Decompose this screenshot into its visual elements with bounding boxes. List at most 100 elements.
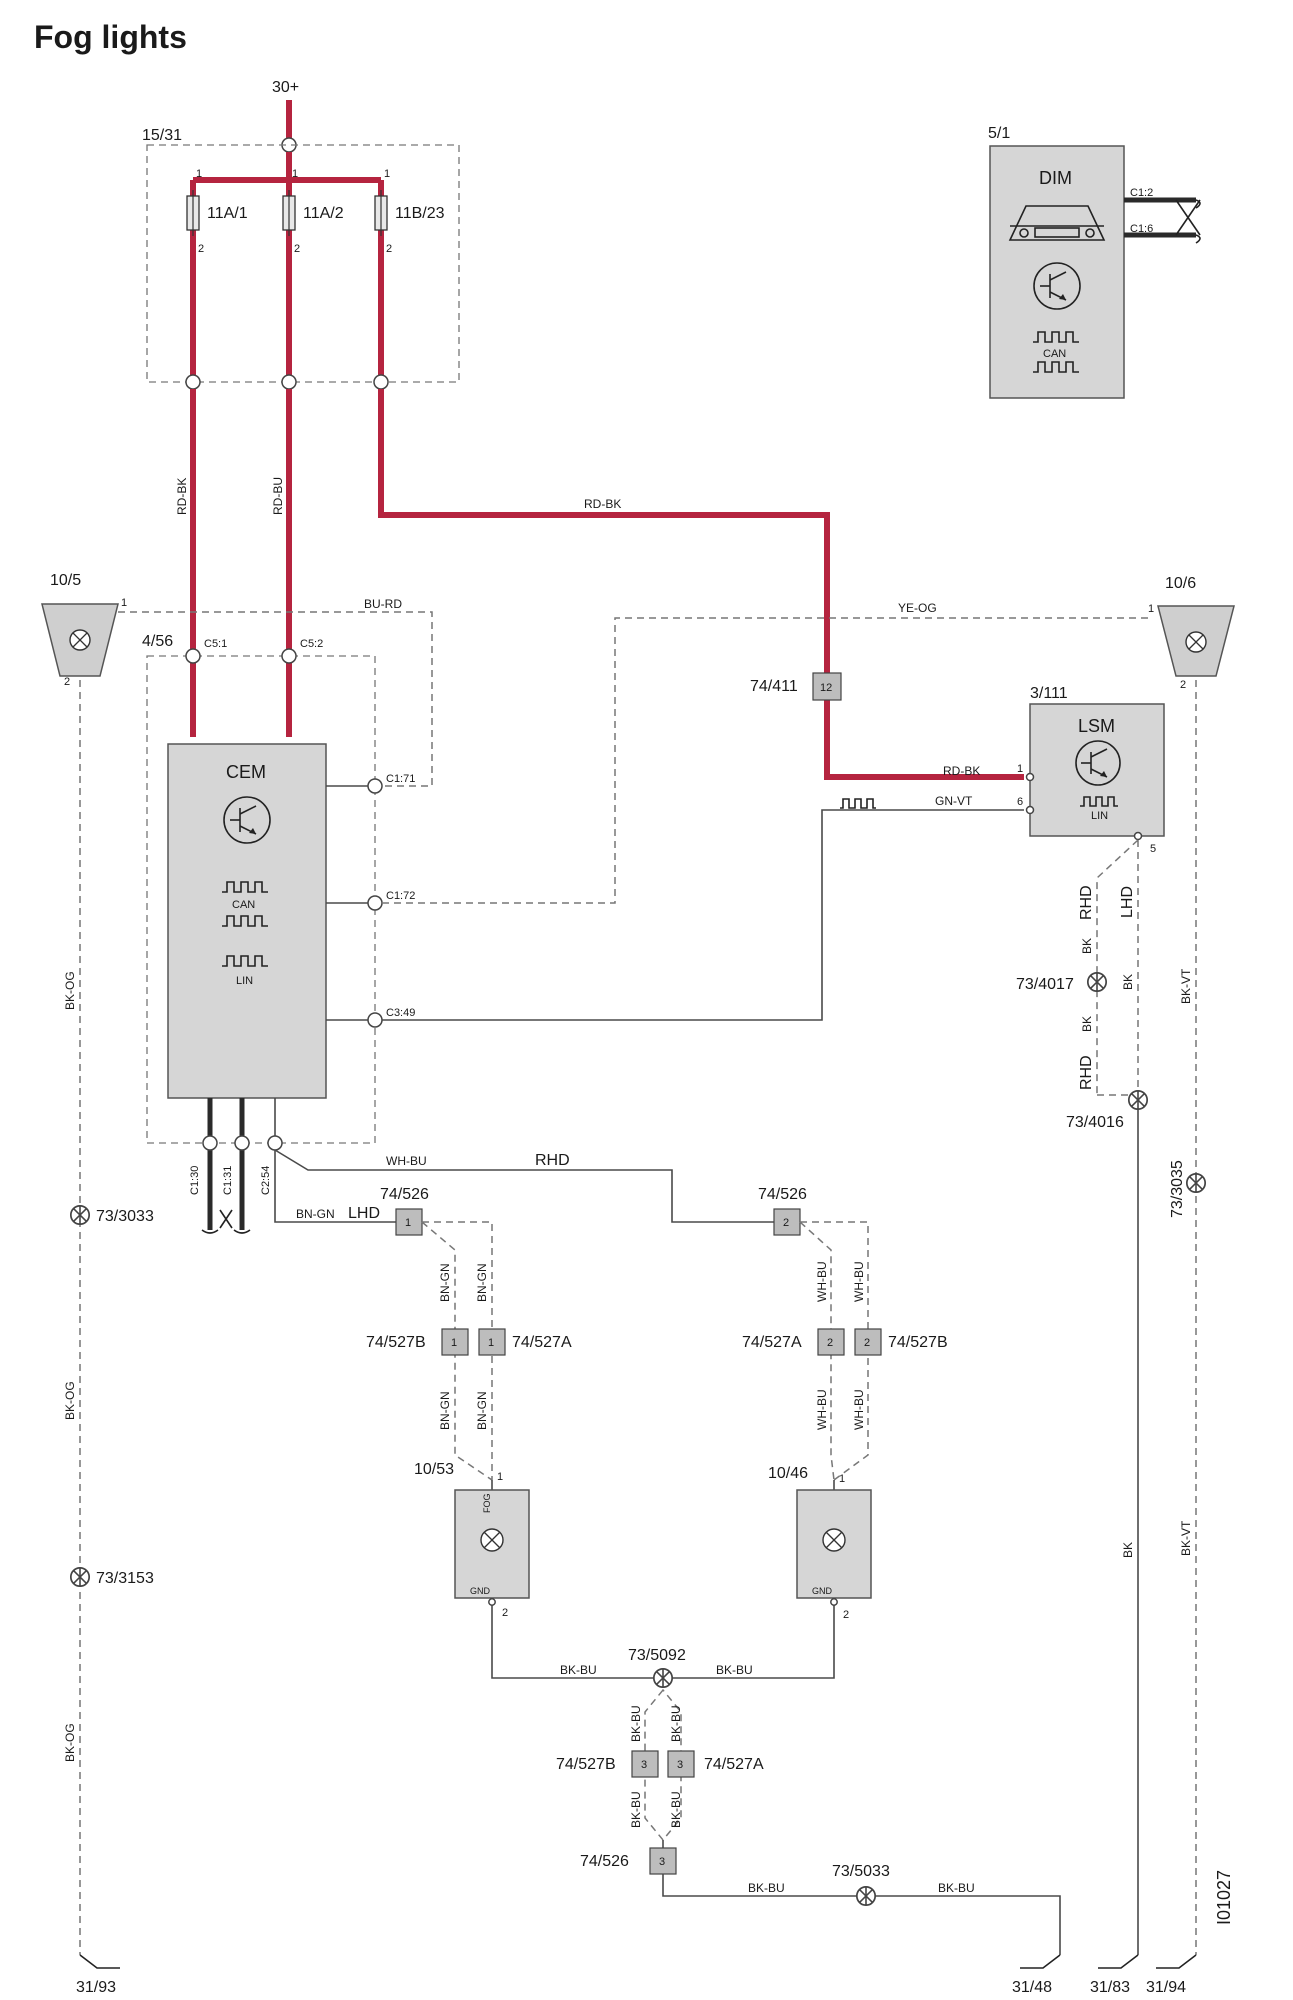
bulb-icon bbox=[480, 1528, 504, 1552]
wire-label-gn-vt: GN-VT bbox=[935, 794, 973, 808]
cem-terminal bbox=[367, 895, 383, 911]
cem-terminal bbox=[267, 1135, 283, 1151]
svg-text:1: 1 bbox=[292, 168, 298, 180]
lamp-46-pin: 1 bbox=[839, 1473, 845, 1485]
svg-text:1: 1 bbox=[196, 168, 202, 180]
fuse-terminal bbox=[281, 374, 297, 390]
can-waveform-icon: CAN bbox=[1033, 331, 1079, 373]
connector-label: 74/527B bbox=[556, 1756, 616, 1773]
cem-pin: C1:71 bbox=[386, 773, 415, 785]
wire-label-bn-gn: BN-GN bbox=[475, 1263, 489, 1302]
lamp-53-id: 10/53 bbox=[414, 1461, 454, 1478]
wire-option-label: LHD bbox=[1119, 886, 1136, 918]
connector-label: 74/527A bbox=[704, 1756, 764, 1773]
wire-ye-og bbox=[382, 617, 1151, 904]
connector-74-527a bbox=[478, 1328, 506, 1356]
bulb-icon bbox=[822, 1528, 846, 1552]
fog-left-pin: 2 bbox=[64, 676, 70, 688]
wire-label-bk-bu: BK-BU bbox=[938, 1881, 975, 1895]
connector-label: 74/526 bbox=[758, 1186, 807, 1203]
cem-terminal bbox=[281, 648, 297, 664]
fuse-terminal bbox=[185, 374, 201, 390]
ground-label: 31/48 bbox=[1012, 1979, 1052, 1996]
connector-pin: 2 bbox=[864, 1337, 870, 1349]
wire-label-wh-bu: WH-BU bbox=[815, 1389, 829, 1430]
connector-74-527a bbox=[667, 1750, 695, 1778]
wire-label-bn-gn: BN-GN bbox=[475, 1391, 489, 1430]
wire-label-bk: BK bbox=[1121, 1542, 1135, 1558]
can-bus-wire bbox=[207, 1098, 245, 1230]
connector-74-527b bbox=[631, 1750, 659, 1778]
wire-label-ye-og: YE-OG bbox=[898, 601, 937, 615]
splice-label: 73/5092 bbox=[628, 1647, 686, 1664]
svg-text:LIN: LIN bbox=[236, 975, 253, 987]
connector-pin: 3 bbox=[677, 1759, 683, 1771]
dim-id: 5/1 bbox=[988, 125, 1010, 142]
wire-option-label: RHD bbox=[1078, 1055, 1095, 1090]
lamp-label: FOG bbox=[482, 1494, 492, 1514]
connector-label: 74/527A bbox=[512, 1334, 572, 1351]
lamp-53-pin: 1 bbox=[497, 1471, 503, 1483]
ground-label: 31/83 bbox=[1090, 1979, 1130, 1996]
splice-label: 73/4016 bbox=[1066, 1114, 1124, 1131]
fuse-11b23: 1 2 11B/23 bbox=[374, 168, 445, 255]
wire-label-bk-bu: BK-BU bbox=[748, 1881, 785, 1895]
connector-74-526 bbox=[395, 1208, 423, 1236]
ground-icon bbox=[1020, 1954, 1061, 1969]
wire-label-bn-gn: BN-GN bbox=[438, 1263, 452, 1302]
lsm-pin: 5 bbox=[1150, 843, 1156, 855]
fog-left-pin: 1 bbox=[121, 597, 127, 609]
svg-text:1: 1 bbox=[384, 168, 390, 180]
wire-label-bk-bu: BK-BU bbox=[629, 1791, 643, 1828]
svg-text:2: 2 bbox=[386, 243, 392, 255]
fusebox-label: 15/31 bbox=[142, 127, 182, 144]
wire-option-label: RHD bbox=[535, 1152, 570, 1169]
wire-bk-bu-ground bbox=[662, 1874, 1061, 1955]
lamp-label: GND bbox=[812, 1586, 833, 1596]
wire-label-wh-bu: WH-BU bbox=[852, 1261, 866, 1302]
svg-text:2: 2 bbox=[294, 243, 300, 255]
fog-light-right bbox=[1157, 605, 1235, 677]
wire-gn-vt bbox=[382, 809, 1024, 1021]
ground-icon bbox=[79, 1954, 120, 1969]
splice-label: 73/3153 bbox=[96, 1570, 154, 1587]
fuse-terminal bbox=[373, 374, 389, 390]
splice-73-3033 bbox=[69, 1204, 91, 1226]
wire-label-bk-bu: BK-BU bbox=[669, 1791, 683, 1828]
lamp-terminal bbox=[830, 1598, 838, 1606]
splice-label: 73/3035 bbox=[1169, 1160, 1186, 1218]
page-title: Fog lights bbox=[34, 19, 187, 55]
wire-bn-gn-lhd bbox=[274, 1150, 396, 1223]
wire-label-bu-rd: BU-RD bbox=[364, 597, 402, 611]
wire-label-rd-bk: RD-BK bbox=[584, 497, 621, 511]
wire-label-wh-bu: WH-BU bbox=[852, 1389, 866, 1430]
connector-pin: 2 bbox=[827, 1337, 833, 1349]
wire-label-bk-og: BK-OG bbox=[63, 1723, 77, 1762]
connector-label: 74/527A bbox=[742, 1334, 802, 1351]
wire-bu-rd bbox=[118, 611, 433, 787]
wire-label-wh-bu: WH-BU bbox=[386, 1154, 427, 1168]
wire-label-bk-vt: BK-VT bbox=[1179, 1520, 1193, 1556]
cem-module bbox=[167, 743, 327, 1099]
lamp-46-id: 10/46 bbox=[768, 1465, 808, 1482]
connector-pin: 2 bbox=[783, 1217, 789, 1229]
ground-label: 31/94 bbox=[1146, 1979, 1186, 1996]
transistor-icon bbox=[1075, 740, 1121, 786]
cem-pin: C5:2 bbox=[300, 638, 323, 650]
connector-74-527a bbox=[817, 1328, 845, 1356]
svg-text:11A/2: 11A/2 bbox=[303, 205, 344, 222]
connector-label: 74/526 bbox=[380, 1186, 429, 1203]
splice-73-5092 bbox=[652, 1667, 674, 1689]
connector-pin: 1 bbox=[451, 1337, 457, 1349]
lsm-name: LSM bbox=[1078, 716, 1115, 736]
connector-pin: 12 bbox=[820, 682, 832, 694]
wire-label-bk-vt: BK-VT bbox=[1179, 968, 1193, 1004]
wire-label-bk: BK bbox=[1080, 1016, 1094, 1032]
splice-73-3035 bbox=[1185, 1172, 1207, 1194]
cem-terminal bbox=[367, 778, 383, 794]
cem-pin: C1:72 bbox=[386, 890, 415, 902]
connector-74-527b bbox=[854, 1328, 882, 1356]
connector-pin: 3 bbox=[641, 1759, 647, 1771]
cem-pin: C1:31 bbox=[222, 1166, 234, 1195]
